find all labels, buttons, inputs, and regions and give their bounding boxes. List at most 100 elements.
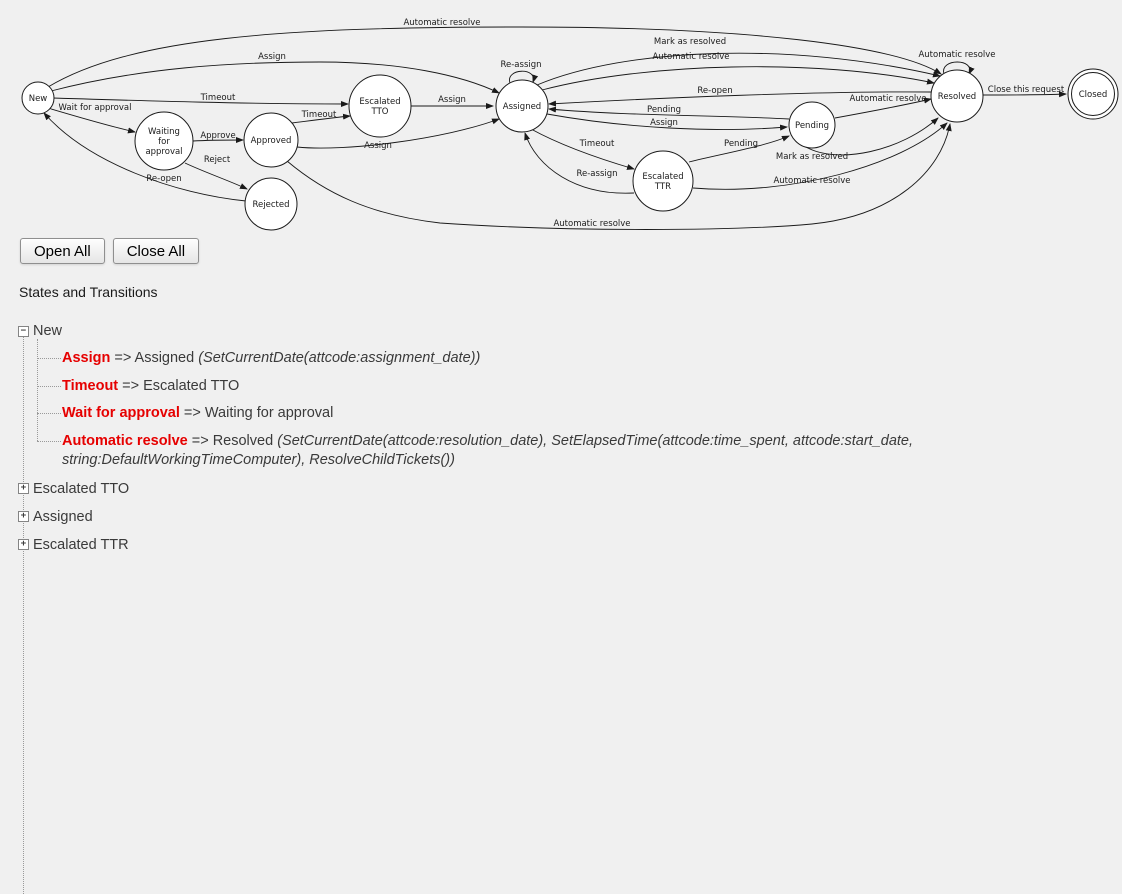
tree-state-escalated-ttr: + Escalated TTR <box>18 531 928 559</box>
transition-edge-rejected-new <box>43 112 247 202</box>
transition-edge-assigned-resolved <box>536 52 941 86</box>
expand-toggle-icon[interactable]: + <box>18 483 29 494</box>
edge-label: Wait for approval <box>59 103 132 113</box>
transition-edge-waiting-rejected <box>184 162 248 190</box>
transition-edge-assigned-pending <box>546 113 788 131</box>
tree-state-row: + Escalated TTR <box>18 531 928 559</box>
state-node-approved: Approved <box>243 112 299 168</box>
transition-target: => Assigned <box>110 350 199 366</box>
close-all-button[interactable]: Close All <box>112 238 200 264</box>
edge-label: Assign <box>438 95 466 105</box>
edge-label: Automatic resolve <box>553 219 630 229</box>
transition-edge-escalated-ttr-pending <box>688 135 790 163</box>
transition-target: => Escalated TTO <box>118 377 240 394</box>
state-node-label: Assigned <box>503 102 541 112</box>
edge-label: Automatic resolve <box>849 94 926 104</box>
transition-edge-new-waiting <box>47 107 136 134</box>
tree-state-label[interactable]: Assigned <box>33 508 93 525</box>
state-node-label: New <box>29 94 48 104</box>
edge-label: Reject <box>204 155 231 165</box>
tree-state-row: + Escalated TTO <box>18 475 928 503</box>
state-node-label: Approved <box>251 136 292 146</box>
tree-state-row: −New <box>18 317 928 345</box>
collapse-toggle-icon[interactable]: − <box>18 325 29 337</box>
edge-label: Re-assign <box>576 169 617 179</box>
edge-label: Close this request <box>988 85 1065 95</box>
tree-toolbar: Open All Close All <box>20 238 1122 264</box>
transition-edge-approved-escalated-tto <box>291 113 351 124</box>
state-node-resolved: Resolved <box>930 69 984 123</box>
edge-label: Re-open <box>146 174 181 184</box>
transition-edge-assigned-resolved <box>541 66 935 91</box>
edge-label: Re-assign <box>500 60 541 70</box>
edge-label: Pending <box>724 139 758 149</box>
transition-edge-resolved-resolved <box>943 61 975 75</box>
transition-actions: (SetCurrentDate(attcode:resolution_date)… <box>62 432 914 469</box>
transition-item: Automatic resolve => Resolved (SetCurren… <box>18 428 928 475</box>
edge-label: Timeout <box>200 93 236 103</box>
edges-layer <box>43 26 1067 230</box>
tree-state-label[interactable]: Escalated TTR <box>33 536 129 553</box>
state-node-closed: Closed <box>1067 68 1119 120</box>
transition-edge-escalated-ttr-resolved <box>692 122 948 190</box>
edge-label: Timeout <box>579 139 615 149</box>
edge-label: Automatic resolve <box>918 50 995 60</box>
transition-edge-new-resolved <box>47 26 942 88</box>
edge-label: Automatic resolve <box>773 176 850 186</box>
transition-target: => Resolved <box>187 432 278 449</box>
transition-edge-resolved-closed <box>982 91 1067 98</box>
transition-item: Wait for approval => Waiting for approva… <box>18 400 928 428</box>
section-title: States and Transitions <box>19 284 158 300</box>
transition-edge-new-escalated-tto <box>52 97 349 107</box>
tree-state-label[interactable]: Escalated TTO <box>33 480 130 497</box>
transition-actions: (SetCurrentDate(attcode:assignment_date)… <box>198 350 481 366</box>
edge-label: Pending <box>647 105 681 115</box>
state-node-assigned: Assigned <box>495 79 549 133</box>
state-node-label: Rejected <box>253 200 290 210</box>
transition-edge-waiting-approved <box>192 137 244 144</box>
edge-label: Re-open <box>697 86 732 96</box>
expand-toggle-icon[interactable]: + <box>18 539 29 550</box>
transition-edge-pending-assigned <box>548 106 790 120</box>
tree-state-assigned: + Assigned <box>18 503 928 531</box>
transition-edge-approved-assigned <box>296 118 500 149</box>
edge-label: Automatic resolve <box>403 18 480 28</box>
tree-state-row: + Assigned <box>18 503 928 531</box>
tree-state-escalated-tto: + Escalated TTO <box>18 475 928 503</box>
transition-item: Assign => Assigned (SetCurrentDate(attco… <box>18 345 928 373</box>
expand-toggle-icon[interactable]: + <box>18 511 29 522</box>
transition-edge-assigned-escalated-ttr <box>530 128 635 170</box>
transition-edge-new-assigned <box>50 61 500 94</box>
transition-target: => Waiting for approval <box>179 405 334 421</box>
transition-name: Timeout <box>62 377 119 394</box>
transition-name: Wait for approval <box>62 405 180 421</box>
transition-item: Timeout => Escalated TTO <box>18 373 928 401</box>
transition-edge-pending-resolved <box>834 97 932 119</box>
tree-state-label[interactable]: New <box>33 323 63 339</box>
edge-label: Assign <box>364 141 392 151</box>
edge-label: Approve <box>200 131 235 141</box>
state-node-rejected: Rejected <box>244 177 298 231</box>
tree-children: Assign => Assigned (SetCurrentDate(attco… <box>18 339 928 475</box>
state-node-label: Resolved <box>938 92 976 102</box>
edge-label: Timeout <box>301 110 337 120</box>
edge-label: Assign <box>650 118 678 128</box>
state-node-new: New <box>21 81 55 115</box>
transition-edge-pending-resolved <box>805 117 939 156</box>
edge-label: Mark as resolved <box>776 152 848 162</box>
edge-label: Automatic resolve <box>652 52 729 62</box>
transition-edge-resolved-assigned <box>548 91 932 107</box>
open-all-button[interactable]: Open All <box>20 238 105 264</box>
state-node-label: Pending <box>795 121 829 131</box>
